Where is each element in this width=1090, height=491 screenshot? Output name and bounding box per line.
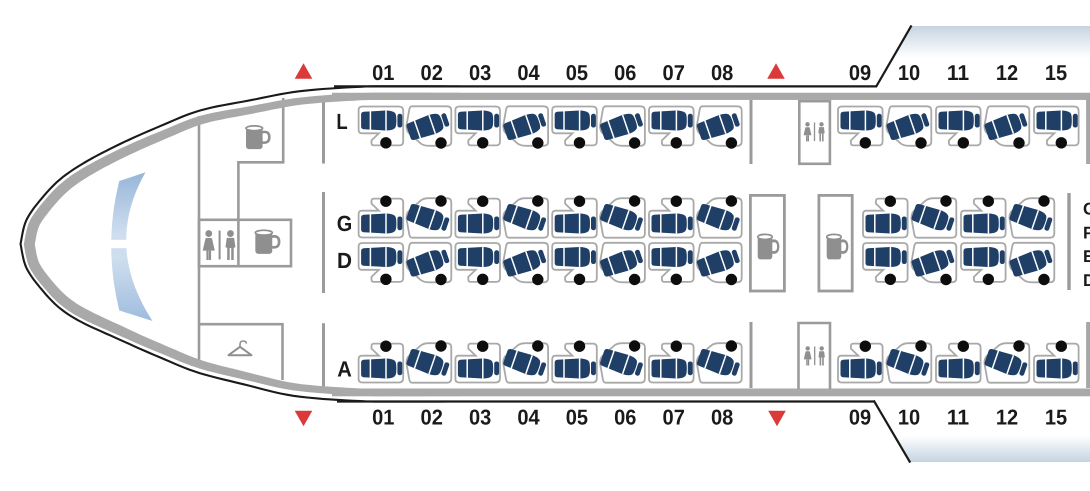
svg-text:07: 07 [663, 61, 685, 85]
svg-text:01: 01 [372, 406, 394, 430]
svg-text:08: 08 [711, 406, 733, 430]
svg-text:10: 10 [898, 61, 920, 85]
svg-text:E: E [1083, 247, 1090, 266]
svg-text:08: 08 [711, 61, 733, 85]
svg-text:15: 15 [1045, 406, 1067, 430]
svg-text:L: L [336, 109, 347, 134]
svg-text:06: 06 [614, 61, 636, 85]
svg-text:04: 04 [517, 406, 539, 430]
svg-text:01: 01 [372, 61, 394, 85]
svg-text:09: 09 [849, 406, 871, 430]
svg-text:03: 03 [469, 406, 491, 430]
svg-text:02: 02 [421, 61, 443, 85]
svg-text:D: D [337, 248, 352, 273]
svg-text:11: 11 [947, 61, 969, 85]
svg-text:10: 10 [898, 406, 920, 430]
svg-text:G: G [1083, 200, 1090, 219]
svg-text:05: 05 [566, 61, 588, 85]
svg-text:G: G [337, 211, 353, 236]
svg-text:A: A [337, 356, 352, 381]
svg-text:12: 12 [996, 406, 1018, 430]
svg-text:07: 07 [663, 406, 685, 430]
svg-text:02: 02 [421, 406, 443, 430]
svg-text:12: 12 [996, 61, 1018, 85]
svg-text:09: 09 [849, 61, 871, 85]
svg-text:03: 03 [469, 61, 491, 85]
svg-text:D: D [1083, 271, 1090, 290]
svg-text:06: 06 [614, 406, 636, 430]
svg-text:05: 05 [566, 406, 588, 430]
svg-text:11: 11 [947, 406, 969, 430]
svg-text:04: 04 [517, 61, 539, 85]
svg-text:15: 15 [1045, 61, 1067, 85]
svg-text:F: F [1083, 223, 1090, 242]
